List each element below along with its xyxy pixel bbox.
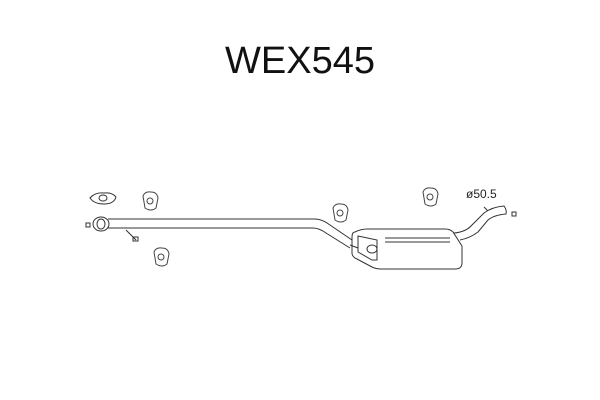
part-number-title: WEX545 — [225, 40, 375, 82]
pipe — [108, 218, 353, 249]
front-flange — [85, 216, 110, 232]
tailpipe — [453, 205, 517, 241]
hanger — [332, 203, 349, 223]
hanger — [422, 187, 439, 207]
hanger — [142, 191, 159, 211]
hanger — [153, 247, 170, 267]
silencer — [351, 228, 463, 270]
clamp-bolt — [125, 206, 489, 249]
rubber-hangers — [142, 187, 439, 267]
diameter-label: ø50.5 — [466, 187, 497, 201]
flange-gasket — [89, 192, 117, 205]
